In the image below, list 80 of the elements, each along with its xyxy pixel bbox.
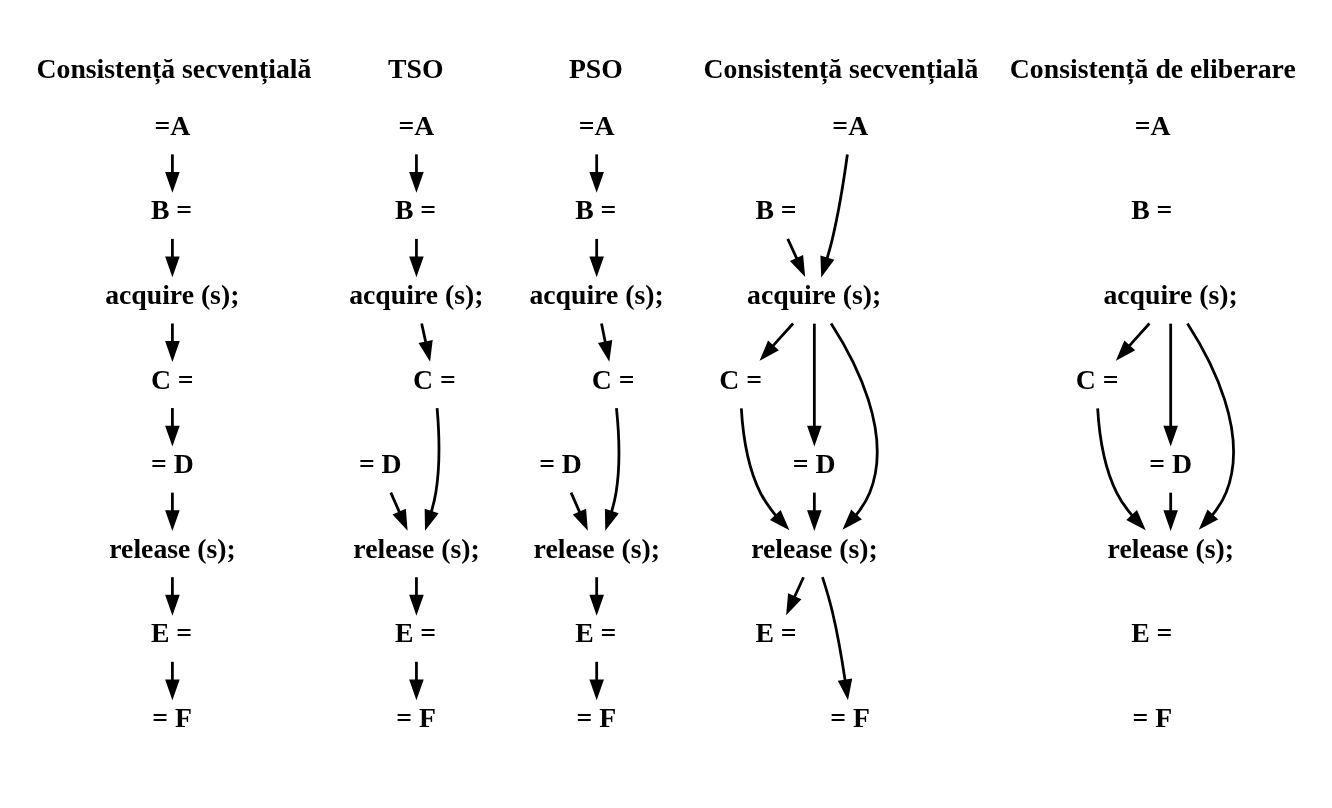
arrow	[589, 661, 604, 700]
node-text: C =	[591, 363, 635, 395]
node-text: release (s);	[109, 532, 236, 564]
arrow	[1163, 323, 1178, 447]
arrow	[604, 407, 621, 531]
arrow	[820, 153, 849, 277]
arrow	[829, 322, 879, 530]
arrow	[389, 491, 408, 531]
label: Consistență secvențială	[703, 52, 979, 84]
node-text: = D	[1149, 447, 1192, 479]
node-text: C =	[719, 363, 763, 395]
arrow	[1186, 322, 1235, 530]
arrow	[424, 407, 441, 531]
node-text: E =	[575, 616, 617, 648]
label: Consistență secvențială	[36, 52, 312, 84]
node-text: release (s);	[353, 532, 480, 564]
node-text: B =	[150, 193, 193, 225]
arrow	[165, 407, 180, 446]
node-text: release (s);	[1107, 532, 1235, 564]
arrow	[786, 237, 806, 277]
label: TSO	[388, 52, 444, 84]
arrow	[165, 492, 180, 531]
arrow	[409, 661, 424, 700]
arrow	[165, 323, 180, 362]
node-text: =A	[398, 109, 435, 141]
arrow	[786, 576, 805, 615]
arrow	[1163, 492, 1178, 531]
node-text: = D	[792, 447, 836, 479]
node-text: = D	[358, 447, 402, 479]
arrow	[807, 492, 822, 531]
node-text: acquire (s);	[747, 278, 882, 310]
arrow	[739, 407, 790, 530]
arrow	[165, 661, 180, 700]
node-text: C =	[1075, 363, 1119, 395]
arrow	[165, 238, 180, 277]
label: PSO	[568, 52, 623, 84]
node-text: C =	[412, 363, 456, 395]
node-text: release (s);	[533, 532, 661, 564]
node-text: E =	[1131, 616, 1173, 648]
arrow	[165, 153, 180, 193]
node-text: = F	[152, 701, 192, 733]
node-text: E =	[150, 616, 193, 648]
arrow	[589, 153, 604, 193]
label: Consistență de eliberare	[1009, 52, 1296, 84]
node-text: C =	[150, 363, 194, 395]
arrow	[589, 238, 604, 277]
arrow	[409, 153, 424, 193]
node-text: acquire (s);	[349, 278, 484, 310]
arrow	[409, 576, 424, 616]
arrow	[165, 576, 180, 616]
node-text: E =	[394, 616, 437, 648]
node-text: = F	[830, 701, 870, 733]
node-text: = F	[1132, 701, 1173, 733]
node-text: = D	[150, 447, 194, 479]
node-text: = F	[396, 701, 436, 733]
arrow	[807, 323, 822, 447]
node-text: acquire (s);	[105, 278, 240, 310]
node-text: B =	[755, 193, 797, 225]
node-text: = F	[576, 701, 617, 733]
arrow	[589, 576, 604, 616]
node-text: = D	[539, 447, 582, 479]
node-text: E =	[755, 616, 797, 648]
node-text: acquire (s);	[529, 278, 664, 310]
node-text: acquire (s);	[1103, 278, 1238, 310]
arrow	[409, 238, 424, 277]
arrow	[598, 322, 613, 362]
node-text: B =	[394, 193, 437, 225]
node-text: =A	[154, 109, 191, 141]
node-text: =A	[1134, 109, 1171, 141]
arrow	[418, 322, 433, 362]
arrow	[569, 491, 588, 531]
arrow	[759, 322, 795, 361]
arrow	[1096, 407, 1146, 530]
node-text: =A	[832, 109, 869, 141]
node-text: release (s);	[751, 532, 878, 564]
arrow	[821, 576, 853, 700]
node-text: =A	[578, 109, 615, 141]
node-text: B =	[1131, 193, 1173, 225]
node-text: B =	[575, 193, 617, 225]
arrow	[1115, 322, 1151, 361]
